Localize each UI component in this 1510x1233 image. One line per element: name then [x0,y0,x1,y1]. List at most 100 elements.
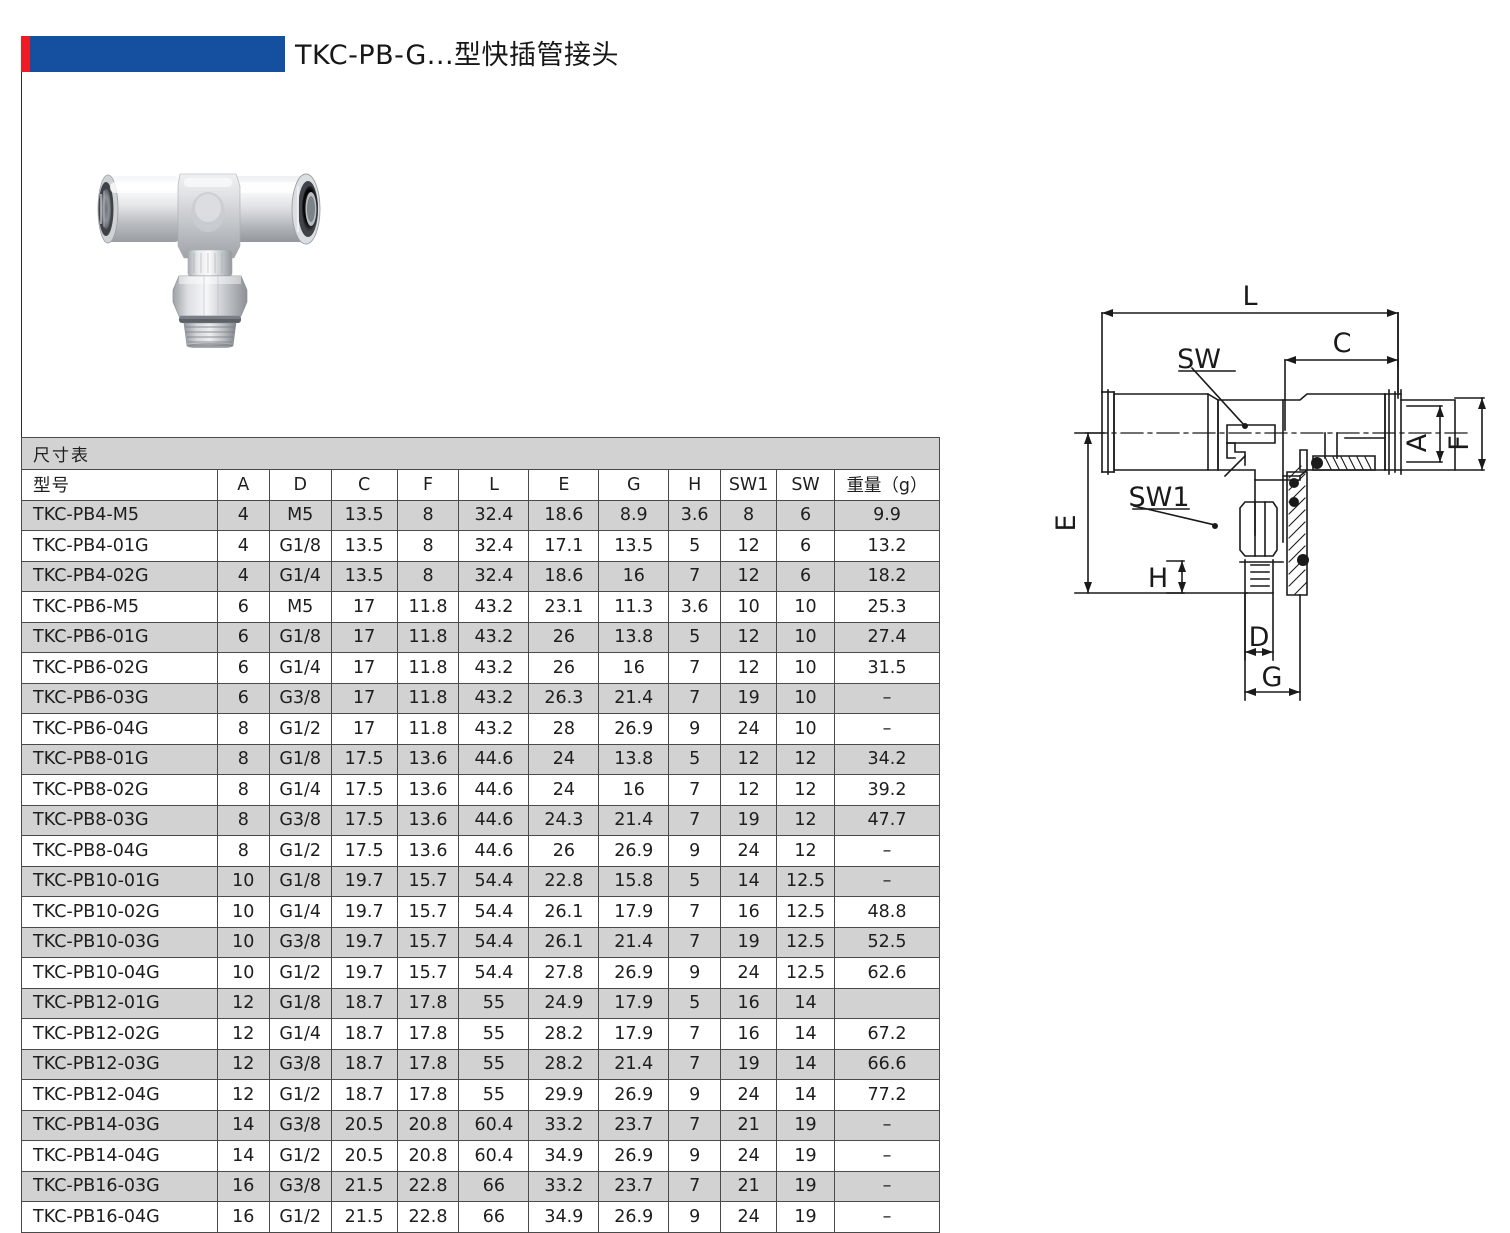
cell-a: 10 [216,957,270,989]
cell-h: 9 [668,1079,722,1111]
cell-c: 19.7 [330,896,398,928]
cell-e: 28.2 [528,1048,600,1080]
cell-weight: 77.2 [834,1079,940,1111]
cell-e: 28 [528,713,600,745]
cell-h: 7 [668,652,722,684]
cell-h: 7 [668,926,722,958]
cell-d: G1/2 [268,1079,332,1111]
cell-g: 17.9 [598,987,670,1019]
cell-model: TKC-PB10-03G [21,926,218,958]
cell-model: TKC-PB8-02G [21,774,218,806]
cell-model: TKC-PB14-03G [21,1109,218,1141]
cell-e: 24 [528,774,600,806]
cell-a: 12 [216,1079,270,1111]
cell-weight: 18.2 [834,560,940,592]
cell-sw: 19 [776,1140,835,1172]
cell-weight: – [834,682,940,714]
cell-c: 17.5 [330,774,398,806]
cell-weight: 66.6 [834,1048,940,1080]
cell-e: 26 [528,835,600,867]
column-header-model: 型号 [21,469,218,501]
cell-a: 12 [216,1018,270,1050]
cell-a: 6 [216,591,270,623]
cell-a: 8 [216,804,270,836]
cell-weight: – [834,865,940,897]
cell-f: 13.6 [396,743,460,775]
cell-a: 6 [216,682,270,714]
cell-h: 9 [668,957,722,989]
cell-sw: 12 [776,774,835,806]
cell-model: TKC-PB10-04G [21,957,218,989]
cell-model: TKC-PB10-02G [21,896,218,928]
cell-e: 17.1 [528,530,600,562]
cell-l: 44.6 [458,743,530,775]
cell-h: 3.6 [668,499,722,531]
cell-g: 26.9 [598,1201,670,1233]
cell-f: 22.8 [396,1170,460,1202]
cell-g: 13.5 [598,530,670,562]
cell-f: 17.8 [396,1048,460,1080]
cell-sw1: 12 [720,621,778,653]
cell-model: TKC-PB4-M5 [21,499,218,531]
cell-g: 11.3 [598,591,670,623]
cell-sw: 14 [776,1018,835,1050]
cell-c: 18.7 [330,1018,398,1050]
cell-sw: 10 [776,713,835,745]
cell-a: 12 [216,987,270,1019]
cell-weight: 25.3 [834,591,940,623]
cell-a: 10 [216,865,270,897]
cell-sw1: 21 [720,1109,778,1141]
cell-d: G1/8 [268,743,332,775]
cell-f: 13.6 [396,804,460,836]
cell-sw1: 14 [720,865,778,897]
cell-g: 16 [598,652,670,684]
cell-model: TKC-PB8-03G [21,804,218,836]
column-header-sw1: SW1 [720,469,778,501]
cell-l: 32.4 [458,499,530,531]
cell-g: 17.9 [598,1018,670,1050]
cell-a: 8 [216,774,270,806]
cell-weight: 9.9 [834,499,940,531]
cell-d: M5 [268,499,332,531]
cell-weight: 67.2 [834,1018,940,1050]
drawing-label-l: L [1242,281,1257,312]
cell-weight [834,987,940,1019]
cell-h: 7 [668,1170,722,1202]
cell-h: 5 [668,987,722,1019]
cell-a: 14 [216,1109,270,1141]
cell-sw1: 19 [720,926,778,958]
column-header-e: E [528,469,600,501]
cell-a: 6 [216,652,270,684]
cell-sw: 10 [776,591,835,623]
cell-sw: 14 [776,1079,835,1111]
cell-c: 17.5 [330,804,398,836]
cell-a: 12 [216,1048,270,1080]
cell-c: 19.7 [330,957,398,989]
drawing-label-sw: SW [1177,344,1221,375]
cell-sw: 12.5 [776,865,835,897]
cell-sw: 12.5 [776,957,835,989]
cell-f: 15.7 [396,926,460,958]
cell-e: 28.2 [528,1018,600,1050]
cell-model: TKC-PB16-03G [21,1170,218,1202]
cell-a: 16 [216,1170,270,1202]
header-blue-bar [30,36,285,72]
cell-l: 54.4 [458,957,530,989]
cell-sw: 6 [776,530,835,562]
cell-sw1: 24 [720,1079,778,1111]
drawing-label-g: G [1262,662,1283,693]
table-header-row: 型号 A D C F L E G H SW1 SW 重量（g） [21,469,940,501]
cell-e: 18.6 [528,499,600,531]
cell-f: 8 [396,560,460,592]
cell-c: 13.5 [330,560,398,592]
cell-weight: 52.5 [834,926,940,958]
cell-a: 8 [216,835,270,867]
cell-a: 10 [216,926,270,958]
cell-g: 23.7 [598,1170,670,1202]
